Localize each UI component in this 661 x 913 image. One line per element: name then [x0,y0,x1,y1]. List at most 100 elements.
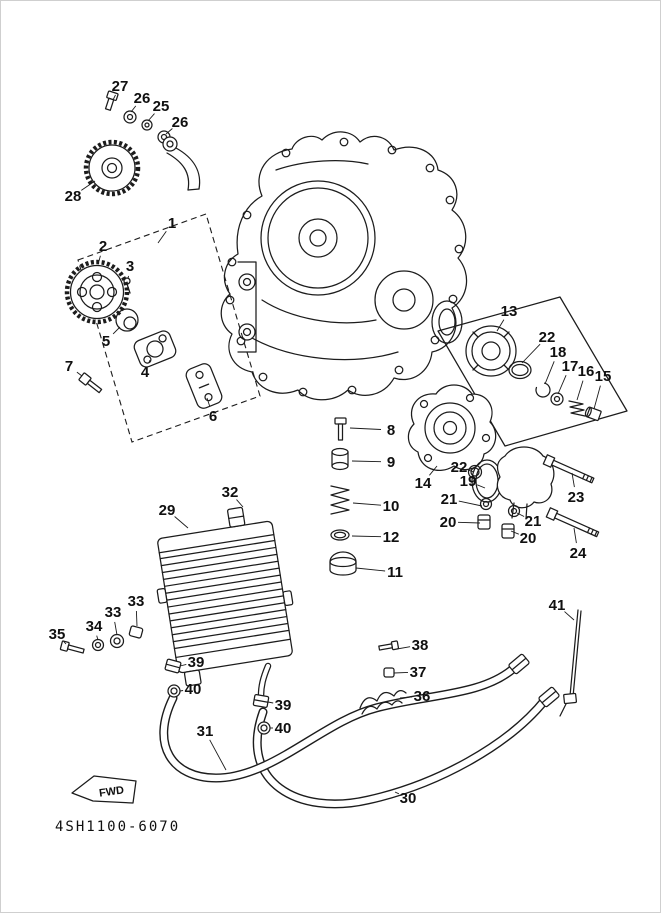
part-number-34: 34 [86,618,103,635]
part-number-10: 10 [383,498,400,515]
bolt-8 [334,417,347,441]
o-ring-40b [257,721,271,735]
leader-line-19 [477,484,486,489]
cooler-stub-pipe [257,662,272,700]
leader-line-11 [355,567,386,572]
leader-line-10 [352,502,382,506]
part-number-28: 28 [65,188,82,205]
collar-9 [331,447,349,471]
leader-line-30 [394,791,400,795]
leader-line-20 [457,521,481,524]
part-number-9: 9 [387,454,395,471]
bolt-27 [104,90,119,111]
oil-pump-housing-14 [407,384,497,471]
part-number-33: 33 [128,593,145,610]
leader-line-24 [573,527,577,544]
leader-line-1 [157,230,167,244]
o-ring-40a [167,684,181,698]
drive-gear-28 [83,139,141,197]
part-number-21: 21 [525,513,542,530]
cooler-lower-fitting [183,669,202,687]
leader-line-23 [571,472,575,488]
leader-line-25 [147,113,155,122]
leader-line-15 [593,385,601,410]
part-number-40: 40 [185,681,202,698]
part-number-40: 40 [275,720,292,737]
leader-line-13 [496,319,505,332]
dowel-pin-3 [123,277,131,294]
part-number-35: 35 [49,626,66,643]
collar-33b [128,625,144,639]
part-number-39: 39 [275,697,292,714]
leader-line-35 [63,641,67,645]
part-number-21: 21 [441,491,458,508]
part-number-31: 31 [197,723,214,740]
washer-17 [550,392,564,406]
pump-housing-group [407,384,600,539]
leader-line-40 [179,690,184,692]
leader-line-6 [206,397,211,407]
oil-hoses [159,653,560,809]
leader-line-34 [96,635,99,641]
pump-group-box [77,213,261,443]
leader-line-33 [135,610,138,627]
oil-pump-group [64,213,261,443]
cap-11 [329,551,357,576]
part-number-20: 20 [440,514,457,531]
part-number-23: 23 [568,489,585,506]
part-number-20: 20 [520,530,537,547]
leader-line-22 [521,343,541,364]
leader-line-26 [130,105,137,113]
relief-valve-column [329,417,357,576]
part-number-30: 30 [400,790,417,807]
part-number-26: 26 [134,90,151,107]
part-number-17: 17 [562,358,579,375]
leader-line-22 [468,469,475,473]
cooler-mount-tab [156,587,168,604]
part-number-38: 38 [412,637,429,654]
union-21a [479,497,493,511]
leader-line-3 [127,275,129,280]
leader-line-26 [165,128,173,135]
leader-line-18 [544,361,555,385]
part-number-29: 29 [159,502,176,519]
part-number-39: 39 [188,654,205,671]
o-ring-22a [508,360,532,380]
part-number-25: 25 [153,98,170,115]
leader-line-31 [209,739,227,771]
bolt-23 [542,454,595,484]
banjo-fitting-39a [164,658,182,674]
bolt-35 [59,640,85,654]
leader-line-39 [267,701,274,704]
bolt-38 [378,640,400,651]
leader-line-37 [393,671,409,674]
circlip-18 [535,382,551,398]
part-number-15: 15 [595,368,612,385]
washer-12 [330,529,350,541]
union-21b [507,504,521,518]
hose-end-union [508,653,530,675]
leader-line-28 [81,180,96,191]
part-number-14: 14 [415,475,432,492]
part-code: 4SH1100-6070 [55,819,180,835]
hose-30 [252,695,550,809]
bolt-7 [78,372,103,394]
part-number-7: 7 [65,358,73,375]
leader-line-29 [174,516,189,529]
part-number-8: 8 [387,422,395,439]
leader-line-17 [557,375,567,395]
part-number-33: 33 [105,604,122,621]
part-number-18: 18 [550,344,567,361]
pump-body-4 [133,330,177,368]
part-number-22: 22 [451,459,468,476]
hose-clamp-group [359,640,407,715]
leader-line-8 [349,427,382,430]
part-number-24: 24 [570,545,587,562]
leader-line-33 [114,621,118,636]
part-number-41: 41 [549,597,566,614]
part-number-4: 4 [141,364,150,381]
pipe-cover [496,446,555,520]
washer-34 [91,638,105,652]
